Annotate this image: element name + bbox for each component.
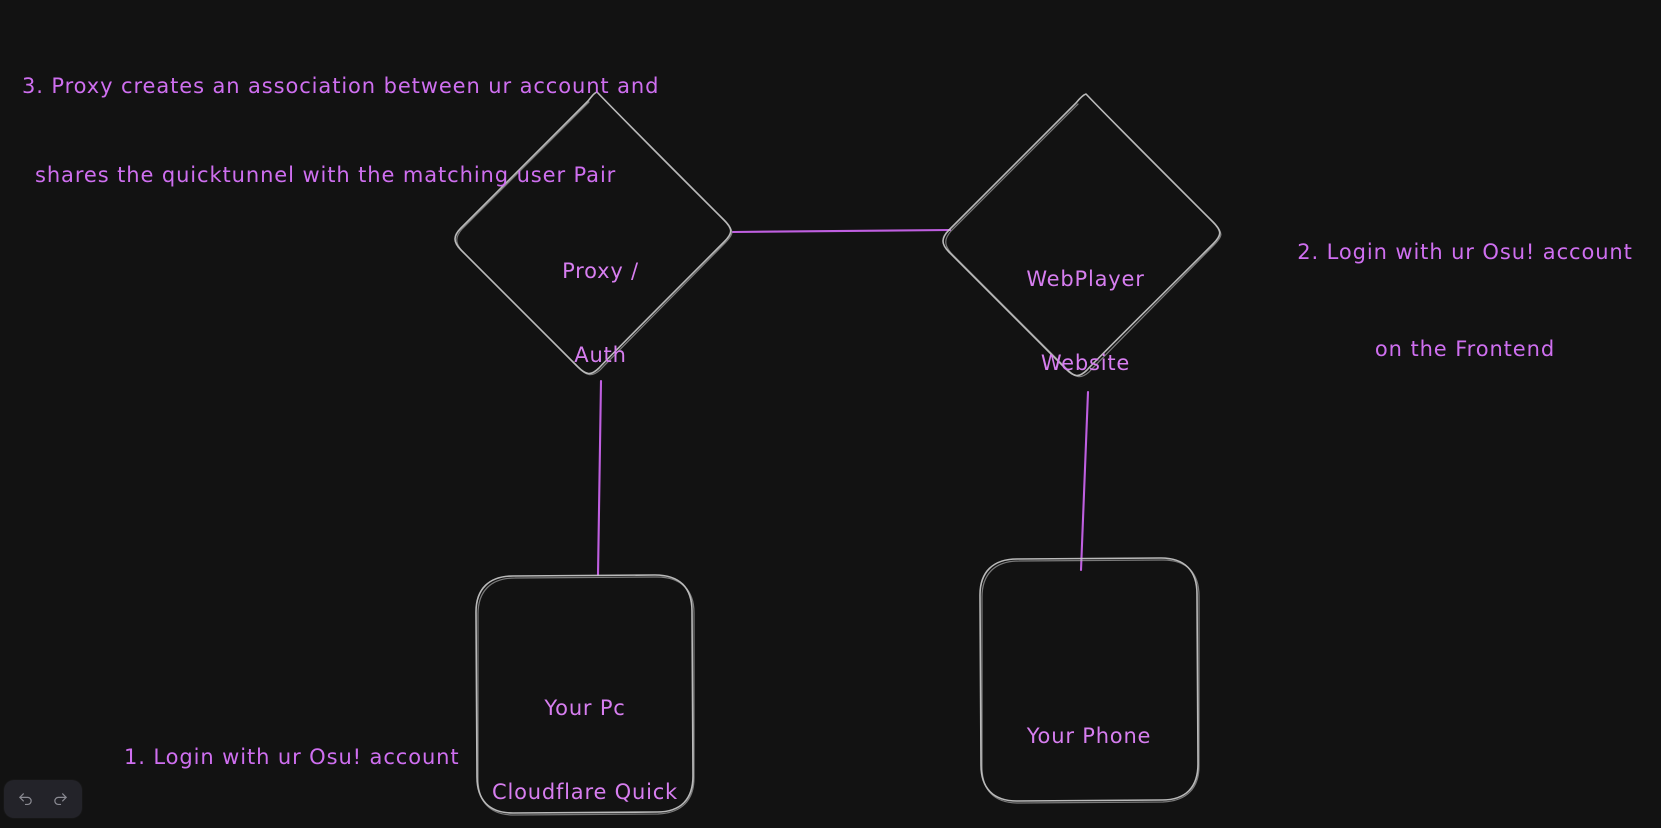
connector-webplayer-to-your-phone[interactable]: [1079, 390, 1090, 572]
redo-arrow-icon: [52, 791, 69, 808]
redo-button[interactable]: [45, 785, 76, 813]
undo-arrow-icon: [17, 791, 34, 808]
connector-proxy-to-your-pc[interactable]: [596, 379, 603, 577]
node-your-pc[interactable]: [475, 574, 695, 816]
node-your-phone[interactable]: [979, 557, 1200, 804]
undo-button[interactable]: [10, 785, 41, 813]
history-toolbar[interactable]: [4, 780, 82, 818]
node-proxy-auth[interactable]: [454, 91, 733, 376]
connector-proxy-to-webplayer[interactable]: [731, 228, 952, 234]
node-webplayer-website[interactable]: [942, 93, 1222, 378]
